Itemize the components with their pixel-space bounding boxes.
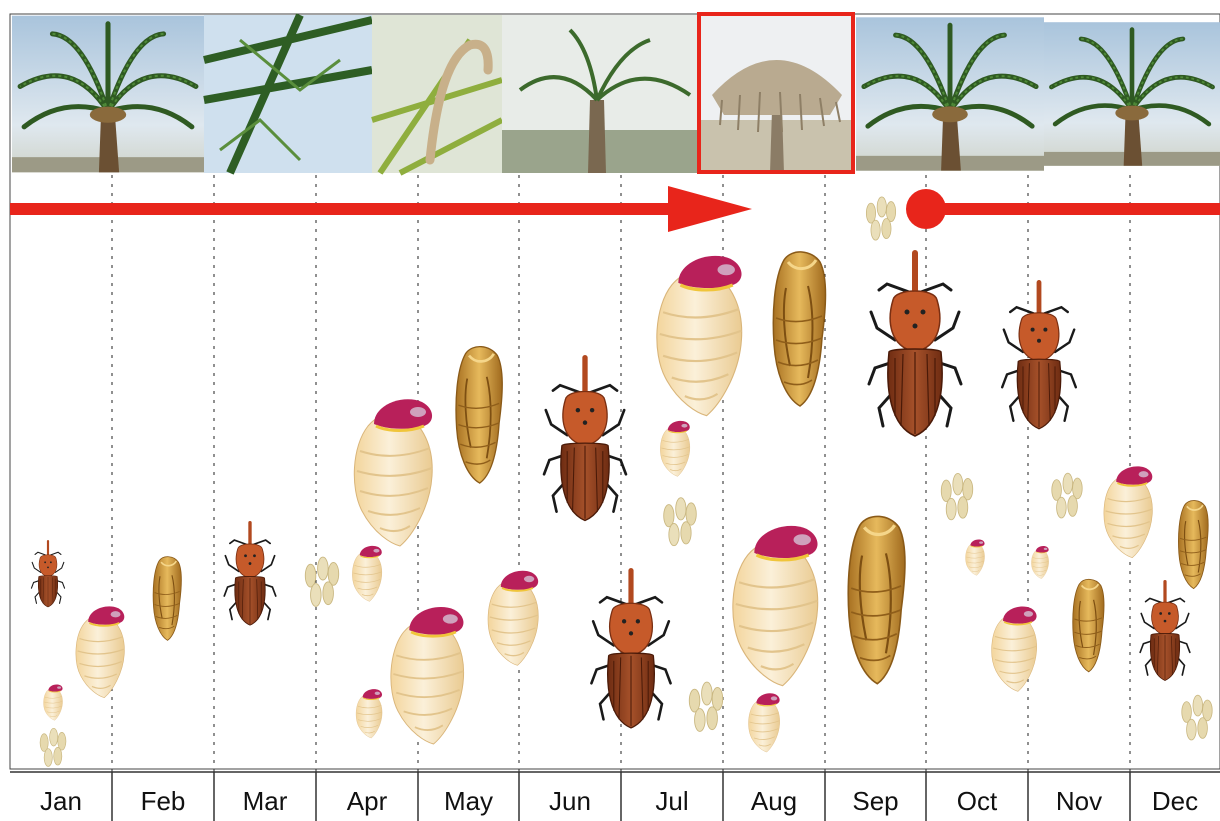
adult-mar: [224, 521, 276, 625]
palm-panel-dead-highlighted: [699, 14, 854, 173]
pupa-feb: [153, 557, 181, 641]
egg-jan: [40, 728, 66, 766]
month-label-mar: Mar: [243, 786, 288, 816]
larva-may: [391, 607, 464, 744]
month-label-feb: Feb: [141, 786, 186, 816]
adult-oct: [1002, 280, 1076, 429]
larva-apr: [352, 546, 381, 601]
larva-nov: [1031, 546, 1048, 579]
month-label-aug: Aug: [751, 786, 797, 816]
month-label-jan: Jan: [40, 786, 82, 816]
life-stage-illustrations: [31, 197, 1212, 766]
adult-jun: [591, 568, 670, 728]
larva-aug: [749, 693, 780, 752]
egg-sep: [866, 197, 895, 240]
palm-panel-fronds-closeup: [204, 15, 372, 173]
pupa-aug: [773, 252, 825, 406]
larva-apr: [356, 689, 382, 738]
month-label-apr: Apr: [347, 786, 388, 816]
pupa-dec: [1178, 501, 1208, 589]
larva-may: [488, 571, 538, 666]
egg-apr: [305, 557, 338, 606]
larva-jul: [660, 421, 689, 476]
adult-dec: [1140, 580, 1190, 680]
month-label-jun: Jun: [549, 786, 591, 816]
palm-panel-drooping-shoot: [372, 15, 502, 173]
larva-nov: [1104, 466, 1152, 557]
egg-jul: [689, 682, 722, 731]
egg-nov: [1052, 473, 1082, 518]
pupa-sep: [848, 516, 905, 683]
pupa-may: [456, 347, 502, 483]
larva-aug: [733, 526, 818, 686]
adult-jan: [31, 540, 64, 607]
larva-apr: [354, 399, 432, 546]
larva-feb: [44, 684, 63, 720]
adult-jun: [544, 355, 626, 521]
palm-panel-healthy-jan: [12, 16, 204, 173]
egg-oct: [941, 473, 972, 519]
month-label-nov: Nov: [1056, 786, 1102, 816]
palm-panel-healthy-nov: [1044, 22, 1220, 166]
month-axis: Jan Feb Mar Apr May Jun Jul Aug Sep Oct Nov Dec: [10, 772, 1220, 821]
infestation-timeline: [10, 186, 1220, 232]
larva-jan: [76, 606, 124, 697]
egg-dec: [1182, 695, 1212, 740]
month-label-sep: Sep: [852, 786, 898, 816]
palm-panel-declining: [502, 15, 698, 173]
timeline-arrow-head: [668, 186, 752, 232]
larva-oct: [966, 539, 985, 575]
larva-oct: [992, 607, 1037, 692]
egg-jul: [664, 498, 697, 546]
month-label-dec: Dec: [1152, 786, 1198, 816]
month-label-oct: Oct: [957, 786, 998, 816]
palm-panel-healthy-sep: [856, 17, 1044, 170]
pupa-nov: [1073, 579, 1104, 671]
month-label-may: May: [444, 786, 493, 816]
month-label-jul: Jul: [655, 786, 688, 816]
larva-jul: [657, 256, 742, 416]
palm-condition-strip: [12, 14, 1220, 173]
adult-sep: [869, 250, 961, 436]
